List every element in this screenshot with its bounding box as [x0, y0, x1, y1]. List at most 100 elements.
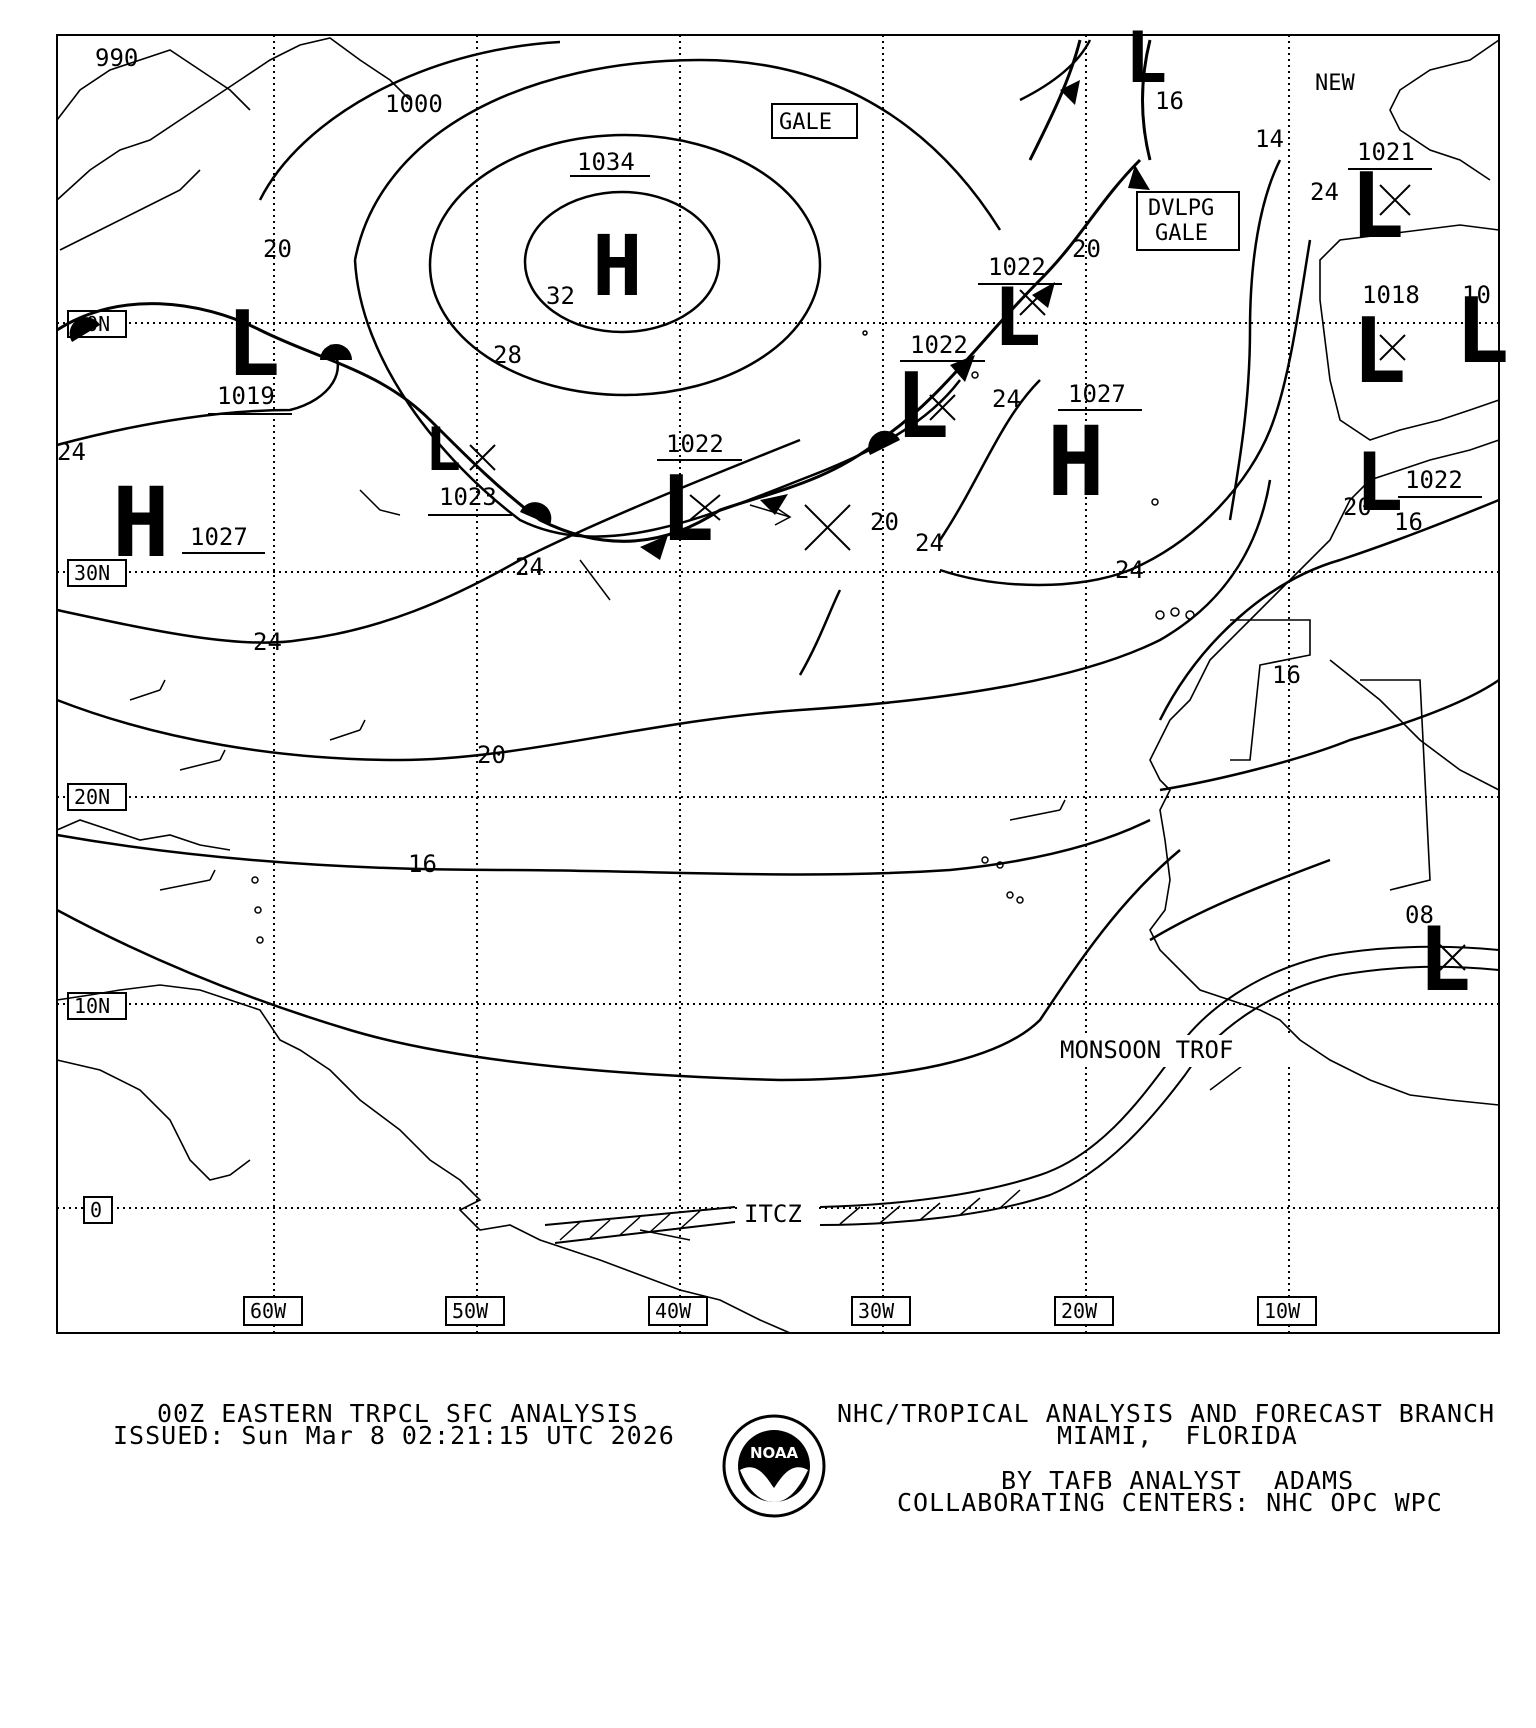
fronts	[56, 39, 1152, 543]
pressure-center-value: 1021	[1357, 138, 1415, 166]
monsoon-trough-label: MONSOON TROF	[1060, 1036, 1233, 1064]
new-label: NEW	[1315, 71, 1355, 96]
itcz-hatch	[679, 1210, 701, 1230]
pressure-center-value: 1023	[439, 483, 497, 511]
warnings: GALE DVLPG GALE NEW	[771, 71, 1355, 251]
isobar-1032	[523, 190, 721, 334]
island-canaries	[1170, 607, 1180, 617]
center-x-marker	[1379, 184, 1411, 216]
lon-label-box	[648, 1296, 708, 1326]
lat-label-box	[67, 559, 127, 587]
lon-label-60w: 60W	[250, 1299, 287, 1323]
wind-barb	[129, 679, 166, 701]
pressure-center-value: 1022	[666, 430, 724, 458]
center-x-marker	[689, 494, 721, 521]
lat-label-30n: 30N	[74, 561, 110, 585]
center-x-marker	[469, 444, 496, 471]
isobar-label-24: 24	[1310, 178, 1339, 206]
isobars	[56, 39, 1500, 1082]
island-lesser-antilles	[256, 936, 264, 944]
low-center-symbol: L	[1350, 154, 1404, 259]
developing-gale-label-line1: DVLPG	[1148, 196, 1214, 221]
high-center-symbol: H	[592, 217, 643, 315]
developing-gale-box	[1136, 191, 1240, 251]
lon-label-box	[445, 1296, 505, 1326]
isobar-1016-north	[1019, 39, 1092, 102]
cold-front-triangle	[640, 535, 668, 560]
island-madeira	[1151, 498, 1159, 506]
isobar-labels: 990 1000 20 20 24 24 24 24 24 24 28 32 2…	[57, 44, 1434, 929]
isobar-label: 08	[1405, 901, 1434, 929]
cold-front-triangle	[760, 494, 788, 515]
wind-barb	[159, 869, 216, 891]
itcz-hatch	[589, 1219, 611, 1239]
isobar-label: 16	[408, 850, 437, 878]
border-western-sahara	[1230, 619, 1311, 761]
lon-label-box	[1257, 1296, 1317, 1326]
warm-front-symbol	[320, 344, 352, 360]
center-x-marker	[929, 394, 956, 421]
itcz-hatch	[879, 1205, 901, 1224]
collaborating-centers: COLLABORATING CENTERS: NHC OPC WPC	[897, 1488, 1443, 1517]
lat-label-box	[67, 783, 127, 811]
wind-barbs	[129, 489, 1251, 1241]
lon-label-box	[851, 1296, 911, 1326]
coastline-canada	[56, 49, 251, 121]
pressure-center-value: 1022	[1405, 466, 1463, 494]
isobar-label: 20	[263, 235, 292, 263]
coastline-hispaniola	[56, 819, 231, 851]
pressure-center-value: 1022	[910, 331, 968, 359]
island-lesser-antilles	[254, 906, 262, 914]
cold-front-north	[1141, 39, 1152, 161]
monsoon-trough-label-bg	[1055, 1035, 1290, 1067]
motion-arrow	[749, 504, 791, 518]
lon-label-40w: 40W	[655, 1299, 692, 1323]
itcz-hatch	[559, 1221, 581, 1241]
isobar-label: 14	[1255, 125, 1284, 153]
isobar-label: 32	[546, 282, 575, 310]
lon-label-50w: 50W	[452, 1299, 489, 1323]
isobar-1016-africa	[1158, 498, 1500, 721]
island-cape-verde	[1006, 891, 1014, 899]
itcz-label-bg	[740, 1200, 818, 1230]
warm-front-symbol	[520, 502, 552, 525]
center-x-marker	[804, 504, 851, 551]
pressure-center-value: 10	[1462, 281, 1491, 309]
pressure-center-value: 1034	[577, 148, 635, 176]
isobar-label-20: 20	[1343, 493, 1372, 521]
lat-label-10n: 10N	[74, 994, 110, 1018]
itcz-hatch	[839, 1206, 861, 1225]
isobar-label: 24	[915, 529, 944, 557]
isobar-1012-africa	[1149, 858, 1331, 942]
isobar-label: 16	[1272, 661, 1301, 689]
itcz-hatching	[559, 1189, 1021, 1241]
coastlines	[56, 37, 1500, 1334]
wind-barb	[639, 1229, 691, 1241]
itcz-west-upper	[544, 1206, 736, 1226]
isobar-1024-portugal	[1228, 159, 1282, 521]
pressure-center-value: 1018	[1362, 281, 1420, 309]
isobar-label: 28	[493, 341, 522, 369]
pressure-center-value: 1027	[190, 523, 248, 551]
lat-label-equator: 0	[90, 1198, 102, 1222]
isobar-1020-nw	[258, 40, 561, 201]
pressure-centers: H 1034 L 1019 L 1023 H 1027 L 1022 L 102…	[112, 17, 1509, 1011]
longitude-labels: 60W 50W 40W 30W 20W 10W	[243, 1296, 1317, 1326]
low-center-symbol: L	[425, 415, 461, 485]
low-center-symbol: L	[993, 271, 1041, 364]
isobar-label: 990	[95, 44, 138, 72]
island-canaries	[1155, 610, 1165, 620]
center-x-marker	[1439, 944, 1466, 971]
lon-label-10w: 10W	[1264, 1299, 1301, 1323]
wind-barb	[579, 559, 611, 601]
isobar-1024-east	[939, 239, 1312, 587]
gale-warning-label: GALE	[779, 110, 832, 135]
isobar-label: 20	[477, 741, 506, 769]
lon-label-30w: 30W	[858, 1299, 895, 1323]
island-azores	[971, 371, 979, 379]
noaa-seagull-icon	[740, 1467, 808, 1502]
motion-arrow-head	[774, 506, 792, 526]
itcz-hatch	[999, 1189, 1021, 1209]
itcz-west-lower	[554, 1221, 736, 1244]
